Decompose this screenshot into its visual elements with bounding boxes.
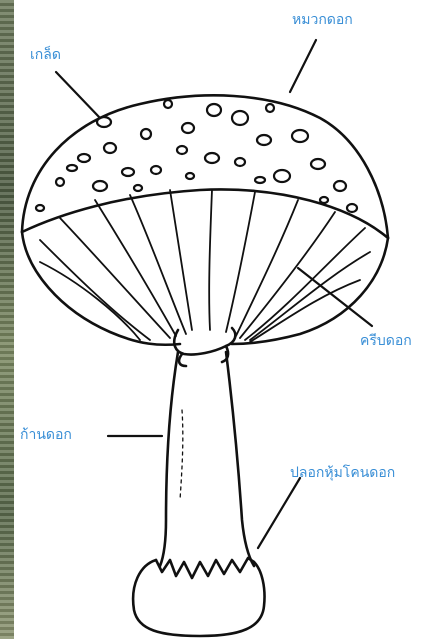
stem-outline-right: [226, 352, 254, 566]
label-volva: ปลอกหุ้มโคนดอก: [290, 466, 395, 480]
label-cap: หมวกดอก: [292, 13, 353, 27]
pointer-cap-scales: [56, 72, 100, 118]
label-stem: ก้านดอก: [20, 428, 72, 442]
volva-jagged-rim: [156, 558, 254, 578]
gill-lines: [40, 190, 370, 342]
pointer-cap: [290, 40, 316, 92]
gill-underside: [22, 232, 180, 345]
pointer-volva: [258, 478, 300, 548]
stem-outline-left: [160, 352, 178, 566]
label-gills: ครีบดอก: [360, 334, 412, 348]
cap-scale-spots: [36, 100, 357, 212]
label-cap-scales: เกล็ด: [30, 48, 61, 62]
volva-cup: [133, 560, 264, 636]
